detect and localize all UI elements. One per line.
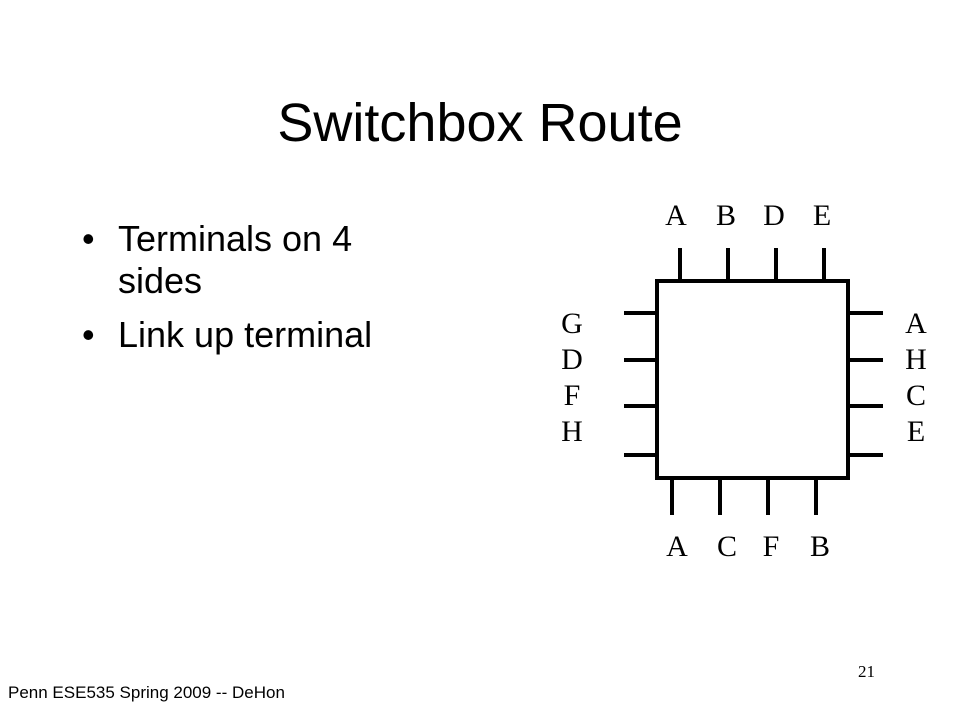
left-terminal-label: G [561,307,583,340]
bottom-terminal-label: F [763,530,780,563]
slide-footer: Penn ESE535 Spring 2009 -- DeHon [8,683,285,702]
top-terminal-label: D [763,199,785,232]
bottom-terminal-label: A [666,530,688,563]
top-terminal-label: E [813,199,831,232]
bullet-list: Terminals on 4 sides Link up terminal [82,218,442,368]
switchbox-block [655,279,850,480]
bullet-item: Link up terminal [82,314,442,356]
left-terminal-label: D [561,343,583,376]
right-terminal-label: H [905,343,927,376]
slide-title: Switchbox Route [277,93,683,153]
page-number: 21 [858,662,875,681]
right-terminal-label: C [906,379,926,412]
bottom-terminal-label: B [810,530,830,563]
top-terminal-label: A [665,199,687,232]
bottom-terminal-label: C [717,530,737,563]
left-terminal-label: F [564,379,581,412]
right-terminal-label: E [907,415,925,448]
bullet-item: Terminals on 4 sides [82,218,442,302]
top-terminal-label: B [716,199,736,232]
left-terminal-label: H [561,415,583,448]
right-terminal-label: A [905,307,927,340]
